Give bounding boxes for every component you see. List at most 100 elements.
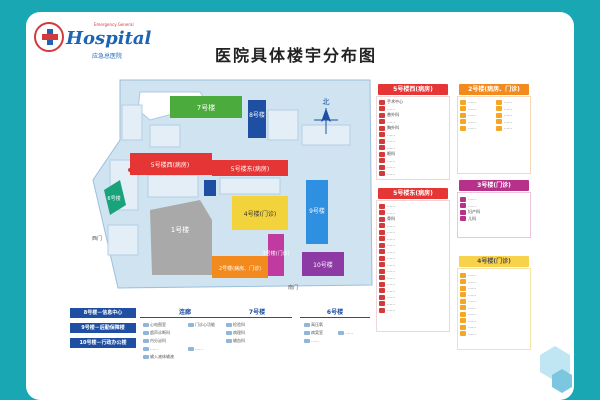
floor-number-badge — [379, 145, 385, 150]
floor-number-badge — [460, 119, 466, 124]
building-5-west-label: 5号楼西(病房) — [151, 161, 190, 169]
directory-item: …… — [338, 330, 372, 336]
department-name: …… — [468, 105, 476, 111]
building-5-west[interactable] — [130, 153, 212, 175]
department-name: …… — [387, 144, 395, 150]
floor-number-badge — [460, 125, 466, 131]
department-item: …… — [460, 196, 530, 203]
floor-number-badge — [379, 216, 385, 222]
floor-number-badge — [496, 112, 502, 118]
department-item: …… — [379, 171, 449, 178]
department-item: …… — [379, 307, 449, 314]
west-gate-label: 西门 — [92, 235, 102, 242]
department-item: …… — [379, 106, 449, 113]
directory-item: 检验科 — [226, 322, 276, 328]
department-name: …… — [387, 203, 395, 208]
department-item: …… — [496, 99, 531, 106]
department-name: …… — [387, 307, 395, 312]
department-item: …… — [379, 281, 449, 288]
panel-building-5-west — [376, 96, 450, 180]
floor-number-badge — [379, 262, 385, 267]
department-name: …… — [468, 99, 476, 104]
building-3[interactable] — [268, 234, 284, 276]
department-name: 普外科 — [387, 112, 399, 117]
department-item: …… — [460, 311, 530, 318]
department-name: 眼科 — [387, 151, 395, 156]
department-name: …… — [468, 298, 476, 303]
building-9[interactable] — [306, 180, 328, 244]
logo-subtitle: Emergency General — [94, 22, 134, 27]
floor-number-badge — [379, 112, 385, 118]
south-gate-label: 南门 — [288, 284, 298, 291]
department-name: …… — [468, 311, 476, 316]
department-name: …… — [468, 202, 476, 208]
department-name: …… — [387, 235, 395, 241]
floor-number-badge — [379, 158, 385, 163]
floor-number-badge — [460, 203, 466, 208]
department-item: …… — [379, 294, 449, 301]
department-item: 眼科 — [379, 151, 449, 158]
department-item: …… — [379, 164, 449, 171]
department-item: …… — [379, 138, 449, 145]
panel-header-building-4: 4号楼(门诊) — [459, 256, 529, 267]
department-item: …… — [379, 249, 449, 256]
directory-item: 高压氧 — [304, 322, 338, 328]
department-name: …… — [387, 281, 395, 286]
department-name: …… — [468, 118, 476, 124]
floor-number-badge — [379, 268, 385, 274]
building-7-label: 7号楼 — [197, 103, 215, 112]
department-name: …… — [468, 291, 476, 297]
department-name: …… — [504, 118, 512, 124]
floor-number-badge — [460, 209, 466, 215]
department-item: …… — [460, 285, 530, 292]
panel-header-building-5-west: 5号楼西(病房) — [378, 84, 448, 95]
department-item: …… — [460, 272, 530, 279]
department-name: …… — [387, 248, 395, 254]
department-item: …… — [460, 99, 495, 106]
building-2[interactable] — [212, 256, 268, 278]
decorative-hexagon — [552, 369, 572, 393]
north-arrow-icon — [314, 108, 338, 134]
department-name: …… — [468, 324, 476, 329]
floor-number-badge — [496, 125, 502, 131]
department-name: …… — [468, 285, 476, 290]
department-name: …… — [387, 157, 395, 163]
department-name: …… — [468, 278, 476, 284]
annex-block — [121, 104, 143, 141]
floor-number-badge — [460, 318, 466, 323]
directory-item: 输入液体输液 — [143, 354, 203, 360]
building-1[interactable] — [150, 200, 212, 275]
department-name: …… — [387, 268, 395, 273]
building-10[interactable] — [302, 252, 344, 276]
department-name: …… — [387, 170, 395, 176]
department-item: …… — [460, 324, 530, 331]
directory-item: 超声诊断科 — [143, 330, 188, 336]
building-1-label: 1号楼 — [171, 225, 189, 234]
floor-number-badge — [379, 294, 385, 300]
department-name: …… — [504, 112, 512, 117]
building-5-east-label: 5号楼东(病房) — [231, 165, 270, 173]
building-5-east[interactable] — [212, 160, 288, 176]
department-item: …… — [379, 255, 449, 262]
department-name: …… — [387, 209, 395, 215]
legend-item: 10号楼－行政办公楼 — [70, 338, 136, 348]
department-item: 手术中心 — [379, 99, 449, 106]
department-item: …… — [460, 298, 530, 305]
panel-building-5-east — [376, 200, 450, 332]
building-7[interactable] — [170, 96, 242, 118]
north-label: 北 — [323, 98, 330, 106]
department-item: …… — [460, 292, 530, 299]
building-8-label: 8号楼 — [249, 111, 265, 119]
department-name: 手术中心 — [387, 99, 403, 104]
panel-header-building-2: 2号楼(病房、门诊) — [459, 84, 529, 95]
building-6[interactable] — [104, 180, 126, 215]
department-item: …… — [379, 262, 449, 269]
floor-number-badge — [379, 301, 385, 306]
building-8[interactable] — [248, 100, 266, 138]
building-4[interactable] — [232, 196, 288, 230]
panel-building-3 — [457, 192, 531, 238]
department-item: …… — [379, 210, 449, 217]
department-item: …… — [379, 132, 449, 139]
department-item: …… — [460, 112, 495, 119]
department-name: …… — [504, 99, 512, 104]
